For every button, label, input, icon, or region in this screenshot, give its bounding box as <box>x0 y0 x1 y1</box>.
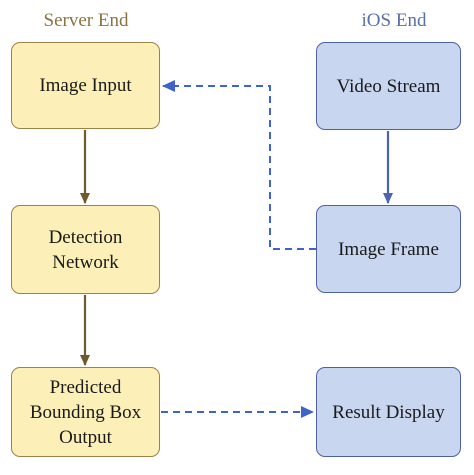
server-end-header: Server End <box>43 10 129 31</box>
image-input-node: Image Input <box>11 42 160 129</box>
ios-end-header: iOS End <box>361 10 427 31</box>
dashed-arrow-frame-to-input <box>162 80 316 250</box>
video-stream-node: Video Stream <box>316 42 461 130</box>
result-display-node: Result Display <box>316 367 461 457</box>
detection-network-node: Detection Network <box>11 205 160 294</box>
predicted-output-node: Predicted Bounding Box Output <box>11 367 160 457</box>
image-frame-node: Image Frame <box>316 205 461 293</box>
